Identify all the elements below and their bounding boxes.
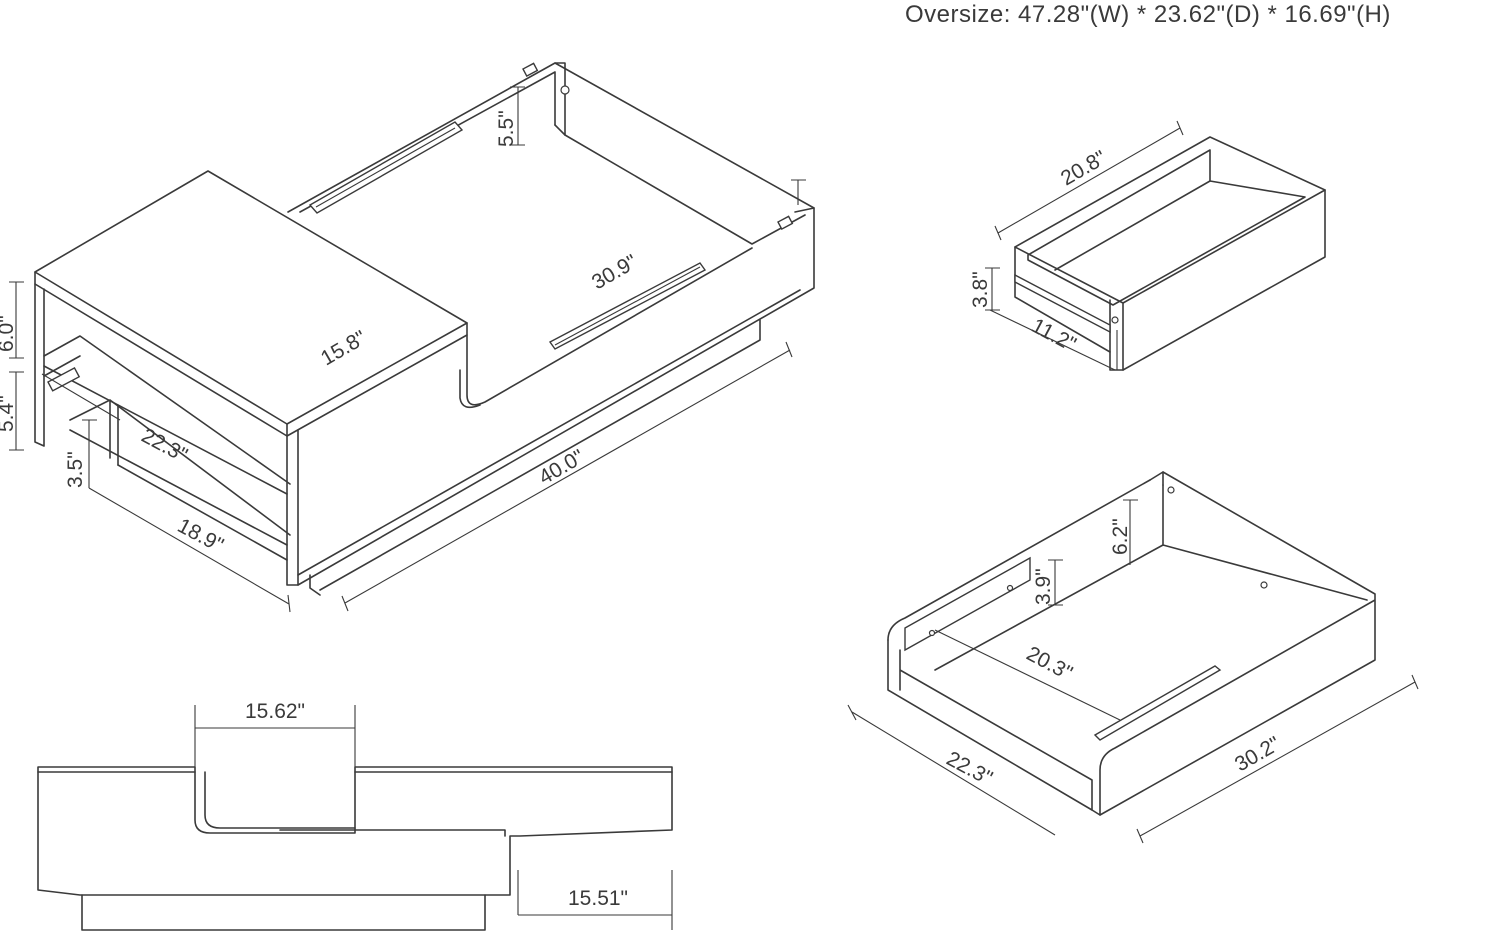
dim-large-drawer-height: 6.2"	[1109, 518, 1132, 555]
dim-base-height: 3.5"	[64, 451, 87, 488]
table-dimension-lines	[9, 86, 806, 613]
large-drawer-view	[847, 471, 1419, 844]
dim-shelf-depth: 22.3"	[138, 424, 191, 467]
dim-shelf-height: 5.4"	[0, 395, 18, 432]
table-front-panel	[286, 429, 299, 586]
small-drawer-view	[985, 120, 1326, 371]
tray-slide-rails	[308, 121, 707, 350]
dim-top-depth: 15.8"	[317, 326, 370, 370]
dim-large-drawer-rail-height: 3.9"	[1032, 568, 1055, 605]
side-view	[37, 705, 673, 931]
dim-base-width: 18.9"	[174, 514, 227, 557]
dim-tray-length: 30.9"	[588, 250, 641, 294]
oversize-label: Oversize: 47.28"(W) * 23.62"(D) * 16.69"…	[905, 1, 1391, 28]
coffee-table-view: 5.5" 30.9" 15.8" 6.0" 5.4" 22.3" 3.5" 18…	[0, 62, 815, 613]
dim-side-bottom: 15.51"	[568, 887, 628, 910]
dim-large-drawer-inner: 20.3"	[1023, 642, 1076, 685]
dim-small-drawer-height: 3.8"	[969, 271, 992, 308]
tray-recess	[466, 247, 753, 406]
lift-top-slab	[34, 170, 468, 425]
dim-top-height: 6.0"	[0, 315, 18, 352]
dim-side-top: 15.62"	[245, 700, 305, 723]
dim-small-drawer-width: 11.2"	[1028, 314, 1080, 356]
dim-tray-height: 5.5"	[495, 110, 518, 147]
middle-shelf	[43, 335, 291, 495]
